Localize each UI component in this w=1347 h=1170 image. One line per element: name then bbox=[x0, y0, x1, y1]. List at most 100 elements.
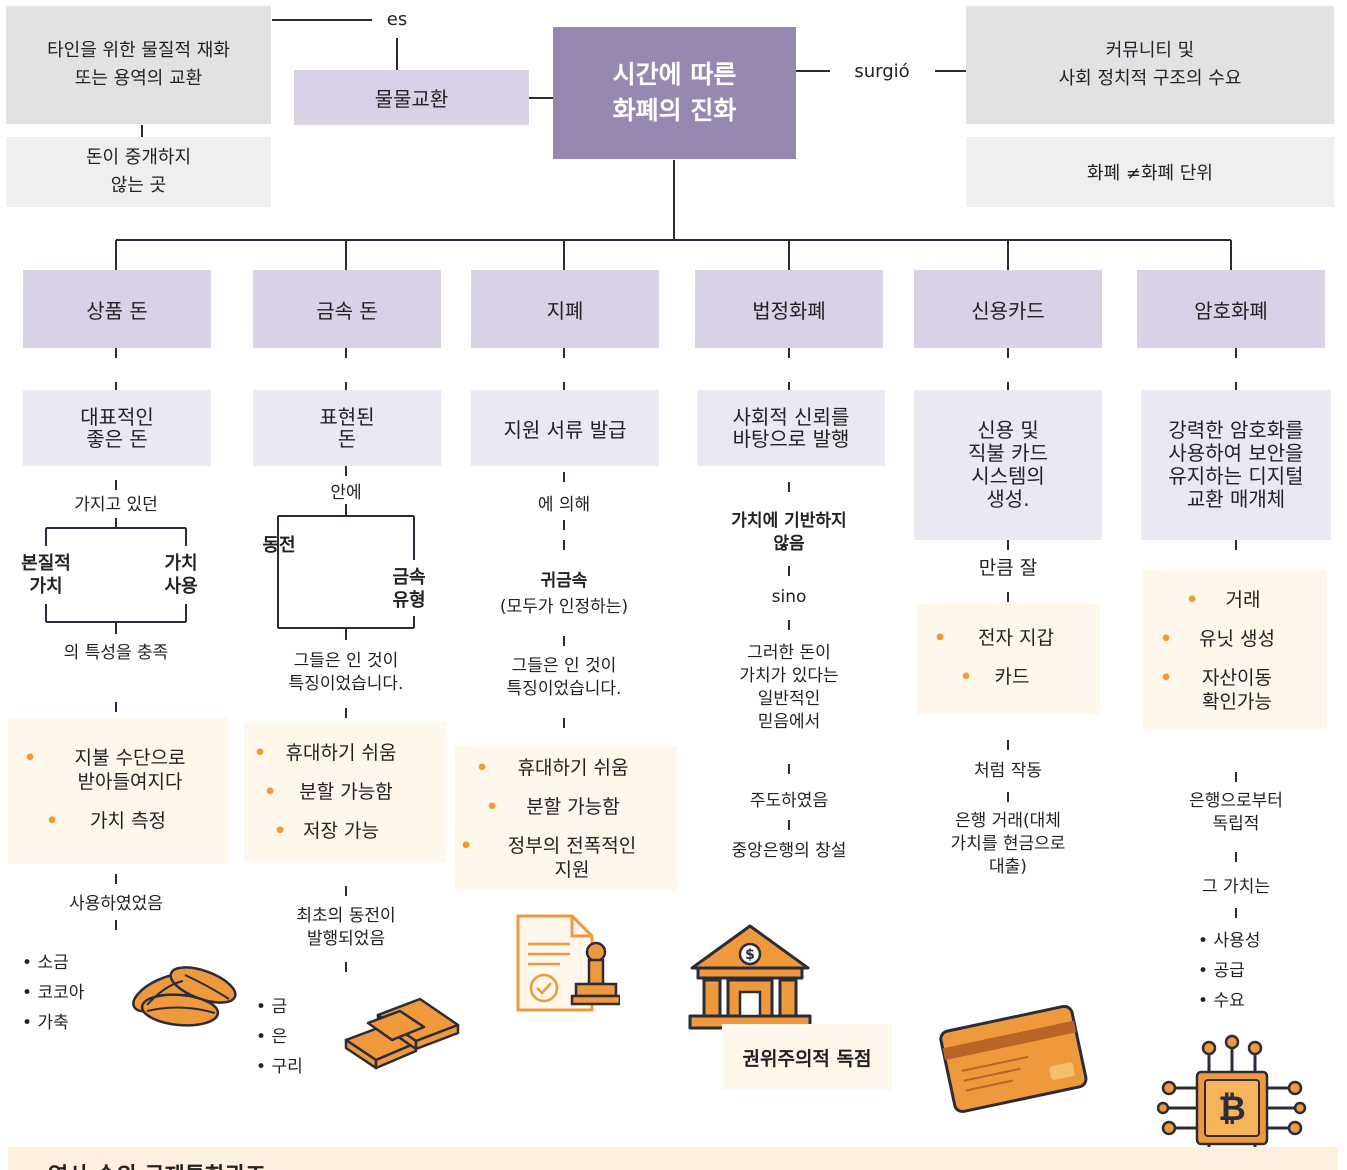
crypto-examples: 사용성 공급 수요 bbox=[1198, 926, 1260, 1016]
fiat-belief: 그러한 돈이 가치가 있다는 일반적인 믿음에서 bbox=[739, 643, 839, 732]
branch-desc: 지원 서류 발급 bbox=[503, 417, 627, 442]
feature-item: 전자 지갑 bbox=[934, 626, 1076, 650]
branch-title: 암호화폐 bbox=[1194, 298, 1268, 323]
credit-asmuch: 만큼 잘 bbox=[978, 557, 1038, 579]
metal-type: 금속 유형 bbox=[392, 567, 426, 611]
fiat-desc-box: 사회적 신뢰를 바탕으로 발행 bbox=[697, 390, 885, 466]
example-item: 가축 bbox=[22, 1008, 84, 1038]
branch-title: 지폐 bbox=[546, 298, 584, 323]
crypto-independent: 은행으로부터 독립적 bbox=[1189, 791, 1283, 834]
connector-surgio: surgió bbox=[854, 61, 910, 82]
main-title-box: 시간에 따른 화폐의 진화 bbox=[553, 27, 796, 159]
bank-building-icon: $ bbox=[688, 924, 812, 1030]
branch-desc: 신용 및 직불 카드 시스템의 생성. bbox=[968, 418, 1048, 511]
branch-title: 상품 돈 bbox=[86, 298, 148, 323]
document-stamp-icon bbox=[516, 914, 620, 1012]
svg-text:$: $ bbox=[745, 947, 755, 963]
barter-box: 물물교환 bbox=[294, 70, 529, 125]
feature-item: 가치 측정 bbox=[46, 809, 188, 833]
branch-title: 신용카드 bbox=[971, 298, 1045, 323]
need-label: 커뮤니티 및 사회 정치적 구조의 수요 bbox=[1058, 40, 1242, 89]
svg-text:₿: ₿ bbox=[1218, 1089, 1246, 1129]
fiat-monopoly: 권위주의적 독점 bbox=[742, 1047, 872, 1070]
paper-desc-box: 지원 서류 발급 bbox=[471, 390, 659, 466]
branch-desc: 대표적인 좋은 돈 bbox=[80, 405, 154, 451]
metal-coins: 동전 bbox=[262, 535, 296, 556]
gold-bars-illustration bbox=[344, 997, 460, 1070]
metal-in: 안에 bbox=[330, 483, 362, 503]
metal-feature: 그들은 인 것이 특징이었습니다. bbox=[288, 651, 404, 694]
credit-card-icon bbox=[939, 1004, 1088, 1114]
credit-features: 전자 지갑 카드 bbox=[934, 626, 1094, 704]
example-item: 금 bbox=[256, 992, 303, 1022]
feature-item: 분할 가능함 bbox=[264, 780, 406, 804]
branch-credit-card: 신용카드 bbox=[914, 270, 1102, 348]
commodity-use-value: 가치 사용 bbox=[164, 553, 198, 597]
example-item: 공급 bbox=[1198, 956, 1260, 986]
crypto-features: 거래 유닛 생성 자산이동 확인가능 bbox=[1160, 588, 1320, 729]
feature-item: 자산이동 확인가능 bbox=[1160, 666, 1292, 714]
connector-es: es bbox=[386, 9, 408, 30]
footer-title: 역사 속의 국제통화관조 bbox=[48, 1158, 266, 1170]
credit-works-as: 처럼 작동 bbox=[974, 761, 1042, 781]
feature-item: 지불 수단으로 받아들여지다 bbox=[24, 746, 214, 794]
feature-item: 분할 가능함 bbox=[486, 795, 638, 819]
footer-banner: 역사 속의 국제통화관조 bbox=[8, 1147, 1338, 1170]
crypto-desc-box: 강력한 암호화를 사용하여 보안을 유지하는 디지털 교환 매개체 bbox=[1141, 390, 1331, 540]
fiat-sino: sino bbox=[771, 587, 807, 607]
example-item: 구리 bbox=[256, 1052, 302, 1082]
barter-label: 물물교환 bbox=[374, 87, 449, 111]
barter-definition-box: 타인을 위한 물질적 재화 또는 용역의 교환 bbox=[6, 6, 271, 124]
commodity-used: 사용하였었음 bbox=[69, 894, 163, 914]
credit-desc-box: 신용 및 직불 카드 시스템의 생성. bbox=[914, 390, 1102, 540]
commodity-features: 지불 수단으로 받아들여지다 가치 측정 bbox=[24, 746, 214, 848]
feature-item: 휴대하기 쉬움 bbox=[254, 741, 406, 765]
need-box: 커뮤니티 및 사회 정치적 구조의 수요 bbox=[966, 6, 1334, 124]
need-note: 화폐 ≠화폐 단위 bbox=[1087, 163, 1213, 184]
metal-features: 휴대하기 쉬움 분할 가능함 저장 가능 bbox=[254, 741, 444, 858]
need-note-box: 화폐 ≠화폐 단위 bbox=[966, 137, 1334, 207]
branch-paper-money: 지폐 bbox=[471, 270, 659, 348]
fiat-led: 주도하였음 bbox=[749, 791, 829, 811]
cacao-beans-illustration bbox=[132, 966, 237, 1027]
feature-item: 정부의 전폭적인 지원 bbox=[460, 834, 662, 882]
metal-examples: 금 은 구리 bbox=[256, 992, 303, 1082]
paper-feature: 그들은 인 것이 특징이었습니다. bbox=[506, 656, 622, 699]
feature-item: 거래 bbox=[1186, 588, 1278, 612]
branch-commodity-money: 상품 돈 bbox=[23, 270, 211, 348]
paper-features: 휴대하기 쉬움 분할 가능함 정부의 전폭적인 지원 bbox=[460, 756, 670, 897]
example-item: 소금 bbox=[22, 948, 84, 978]
paper-precious-metals: 귀금속 bbox=[540, 571, 588, 591]
branch-cryptocurrency: 암호화폐 bbox=[1137, 270, 1325, 348]
credit-features-box bbox=[917, 604, 1100, 714]
feature-item: 카드 bbox=[960, 665, 1042, 689]
fiat-not-value: 가치에 기반하지 않음 bbox=[731, 511, 847, 554]
commodity-having: 가지고 있던 bbox=[74, 495, 158, 515]
branch-title: 금속 돈 bbox=[316, 298, 378, 323]
feature-item: 휴대하기 쉬움 bbox=[476, 756, 648, 780]
authoritarian-monopoly-box: 권위주의적 독점 bbox=[722, 1024, 892, 1090]
example-item: 수요 bbox=[1198, 986, 1260, 1016]
branch-metal-money: 금속 돈 bbox=[253, 270, 441, 348]
branch-desc: 표현된 돈 bbox=[319, 405, 375, 451]
fiat-central-bank: 중앙은행의 창설 bbox=[731, 841, 847, 861]
bitcoin-chip-icon: ₿ bbox=[1157, 1034, 1307, 1158]
feature-item: 유닛 생성 bbox=[1160, 627, 1292, 651]
paper-by: 에 의해 bbox=[537, 495, 591, 515]
commodity-intrinsic-value: 본질적 가치 bbox=[21, 553, 71, 597]
example-item: 사용성 bbox=[1198, 926, 1260, 956]
branch-desc: 사회적 신뢰를 바탕으로 발행 bbox=[732, 405, 850, 451]
barter-note: 돈이 중개하지 않는 곳 bbox=[85, 147, 192, 196]
example-item: 코코아 bbox=[22, 978, 84, 1008]
commodity-examples: 소금 코코아 가축 bbox=[22, 948, 84, 1038]
credit-bank-transaction: 은행 거래(대체 가치를 현금으로 대출) bbox=[950, 811, 1066, 877]
branch-fiat-money: 법정화폐 bbox=[695, 270, 883, 348]
paper-precious-note: (모두가 인정하는) bbox=[499, 597, 629, 617]
crypto-value: 그 가치는 bbox=[1202, 877, 1270, 897]
barter-note-box: 돈이 중개하지 않는 곳 bbox=[6, 137, 271, 207]
metal-first-coins: 최초의 동전이 발행되었음 bbox=[296, 906, 396, 949]
barter-definition: 타인을 위한 물질적 재화 또는 용역의 교환 bbox=[47, 40, 230, 89]
page-title: 시간에 따른 화폐의 진화 bbox=[612, 60, 737, 125]
branch-desc: 강력한 암호화를 사용하여 보안을 유지하는 디지털 교환 매개체 bbox=[1168, 418, 1304, 511]
commodity-meets: 의 특성을 충족 bbox=[63, 643, 169, 663]
